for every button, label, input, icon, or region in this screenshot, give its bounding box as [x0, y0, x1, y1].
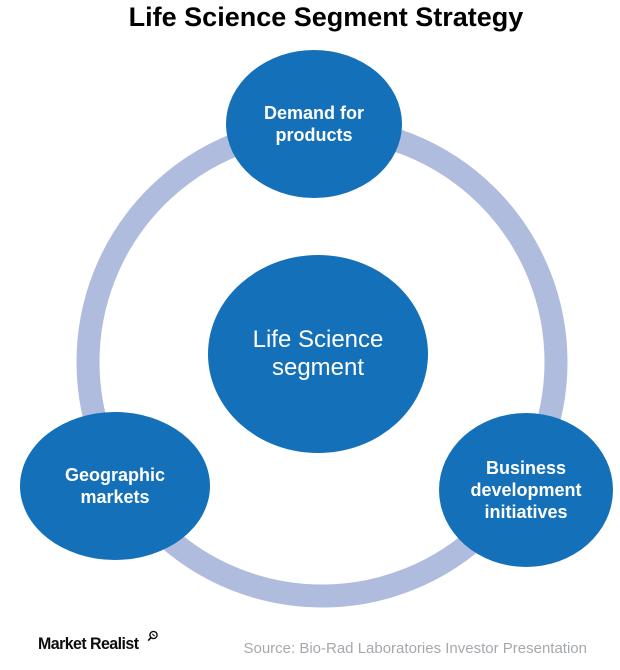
- node-bottom-right-circle: [439, 413, 613, 567]
- magnifier-icon: [147, 630, 158, 642]
- node-bottom-left-circle: [20, 412, 210, 560]
- node-label-demand-for-products: Demand for products: [263, 103, 365, 145]
- node-label-geographic-markets: Geographic markets: [64, 465, 166, 507]
- source-attribution: Source: Bio-Rad Laboratories Investor Pr…: [243, 640, 587, 657]
- node-top-circle: [226, 50, 402, 198]
- node-label-business-development-initiatives: Business development initiatives: [470, 458, 582, 522]
- node-center-circle: [208, 255, 428, 453]
- node-label-life-science-segment: Life Science segment: [252, 326, 384, 381]
- brand-logo: Market Realist: [38, 630, 159, 654]
- figure-title: Life Science Segment Strategy: [128, 2, 524, 32]
- brand-logo-text: Market Realist: [38, 634, 139, 653]
